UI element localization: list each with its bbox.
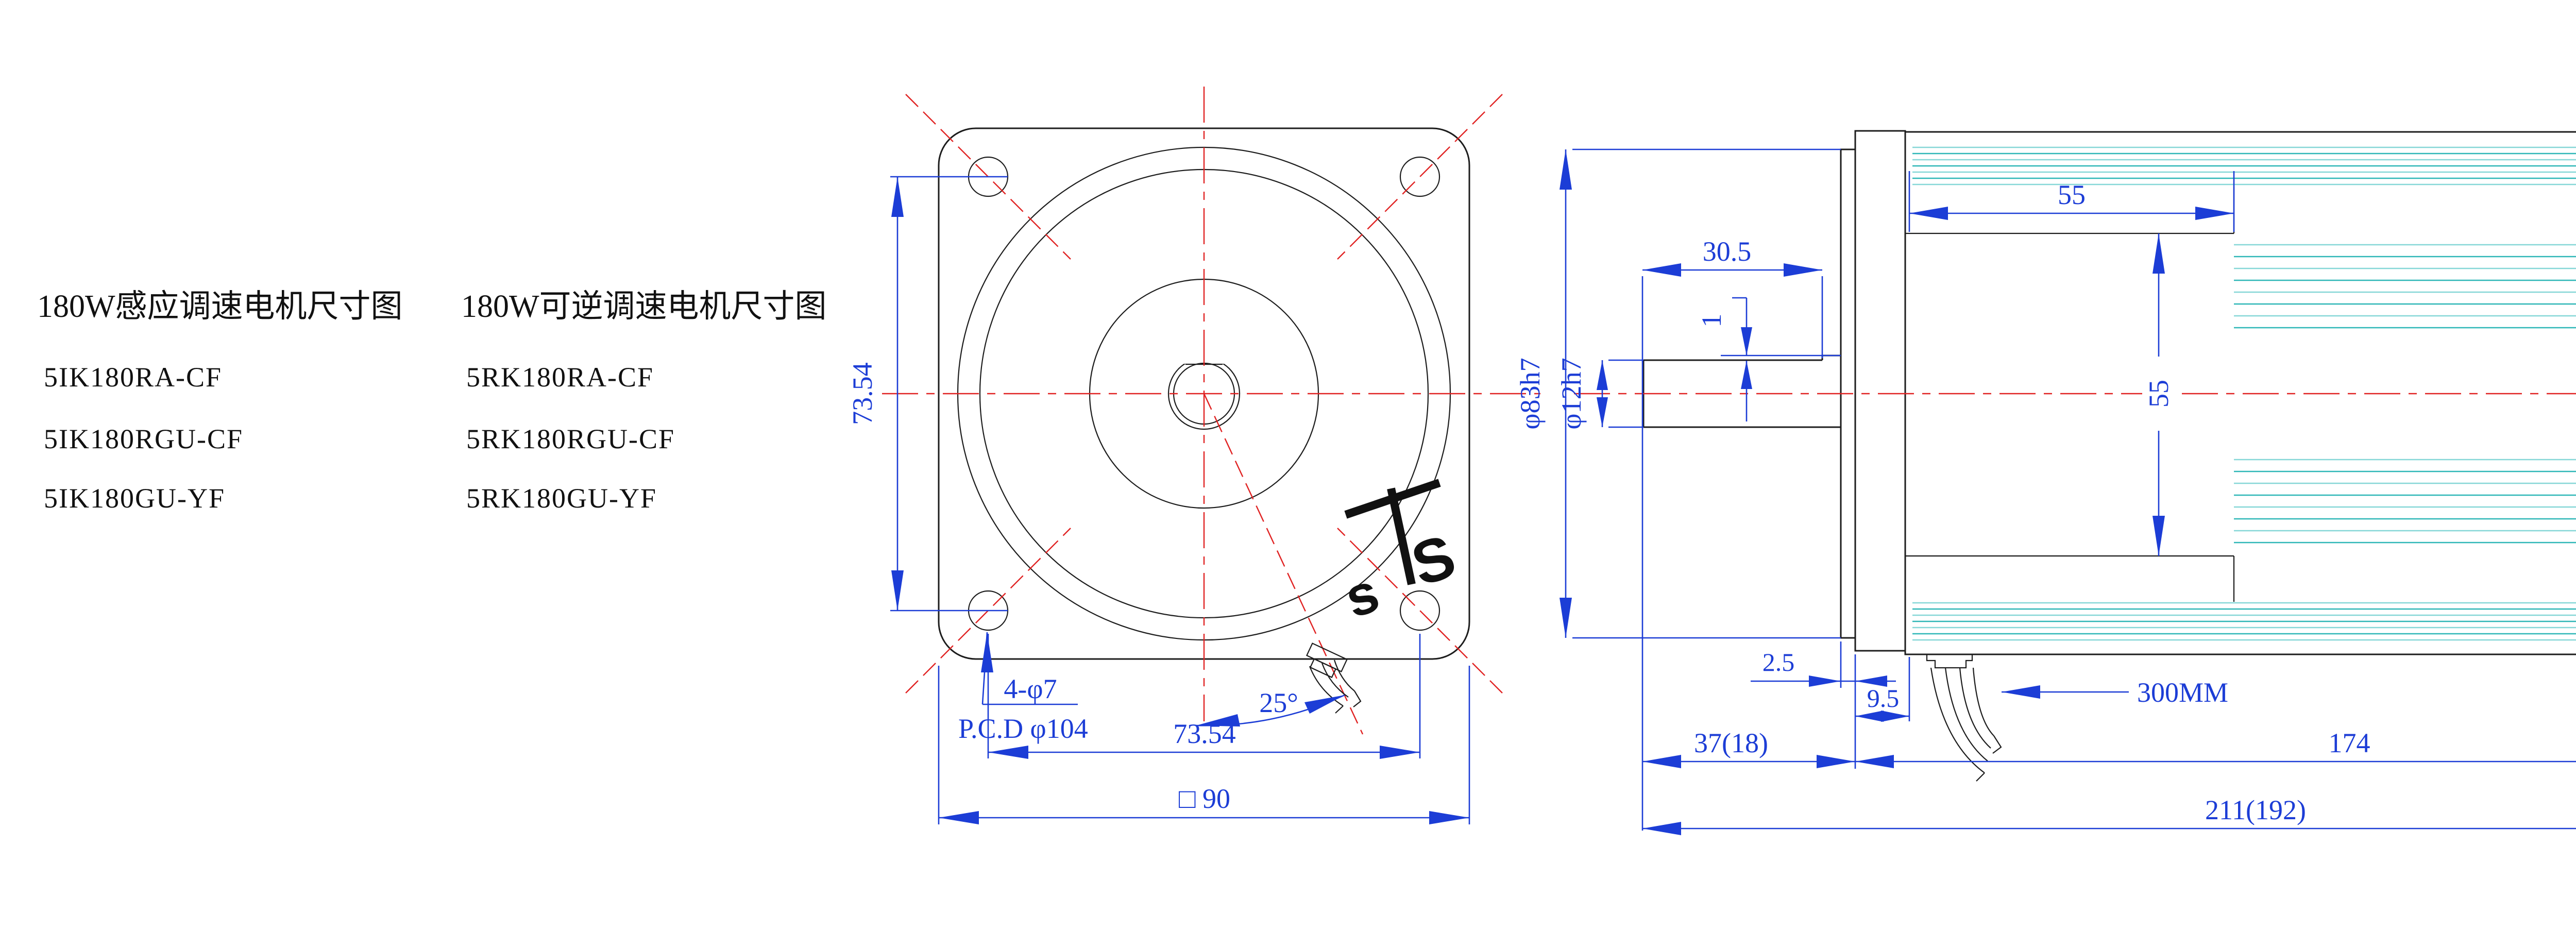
model-induction-2: 5IK180RGU-CF (44, 424, 243, 454)
front-view: s S 73.54 4-φ7 P.C.D φ104 73.54 (847, 87, 1540, 824)
dim-shaft-length: 30.5 (1703, 236, 1752, 267)
dim-key-flat-depth: 1 (1696, 314, 1727, 328)
output-shaft (1642, 354, 1841, 428)
front-centerlines (882, 87, 1540, 735)
logo-letter-left: s (1337, 561, 1386, 630)
dim-gearbox-length: 55 (2058, 179, 2086, 210)
title-induction: 180W感应调速电机尺寸图 (37, 289, 403, 324)
model-reversible-2: 5RK180RGU-CF (466, 424, 675, 454)
lead-wire-side (1926, 653, 2002, 782)
dim-pcd-note: P.C.D φ104 (958, 713, 1088, 744)
title-reversible: 180W可逆调速电机尺寸图 (461, 289, 827, 324)
model-reversible-3: 5RK180GU-YF (466, 483, 657, 514)
logo-letter-right: S (1404, 522, 1464, 599)
dim-lead-angle: 25° (1259, 687, 1298, 718)
dim-lead-wire-length: 300MM (2137, 677, 2228, 708)
front-dimensions: 73.54 4-φ7 P.C.D φ104 73.54 25° (847, 176, 1470, 824)
dim-frame-size: □ 90 (1179, 783, 1230, 814)
dim-pilot-depth: 2.5 (1762, 648, 1795, 677)
dim-shaft-diameter: φ12h7 (1556, 358, 1587, 429)
dim-boss-depth: 9.5 (1867, 684, 1900, 713)
gearcase-plate (1854, 130, 1906, 652)
title-block: 180W感应调速电机尺寸图 180W可逆调速电机尺寸图 5IK180RA-CF … (37, 289, 827, 514)
lead-angle-line (1203, 393, 1364, 735)
dim-pilot-diameter: φ83h7 (1515, 358, 1546, 429)
cooling-fins (1912, 146, 2576, 641)
dim-total-length: 211(192) (2205, 795, 2306, 825)
dim-gearhead-length: 37(18) (1694, 728, 1768, 758)
dim-bolt-hole-note: 4-φ7 (1004, 673, 1057, 704)
dim-bolt-spacing-vertical: 73.54 (847, 362, 878, 425)
lead-wire-front (1306, 643, 1362, 714)
model-reversible-1: 5RK180RA-CF (466, 362, 654, 393)
side-view: φ83h7 φ12h7 30.5 1 (1515, 130, 2576, 835)
model-induction-1: 5IK180RA-CF (44, 362, 222, 393)
model-induction-3: 5IK180GU-YF (44, 483, 225, 514)
dim-gearbox-height: 55 (2143, 380, 2174, 408)
side-dimensions: φ83h7 φ12h7 30.5 1 (1515, 148, 2576, 835)
dim-motor-length: 174 (2329, 728, 2370, 758)
